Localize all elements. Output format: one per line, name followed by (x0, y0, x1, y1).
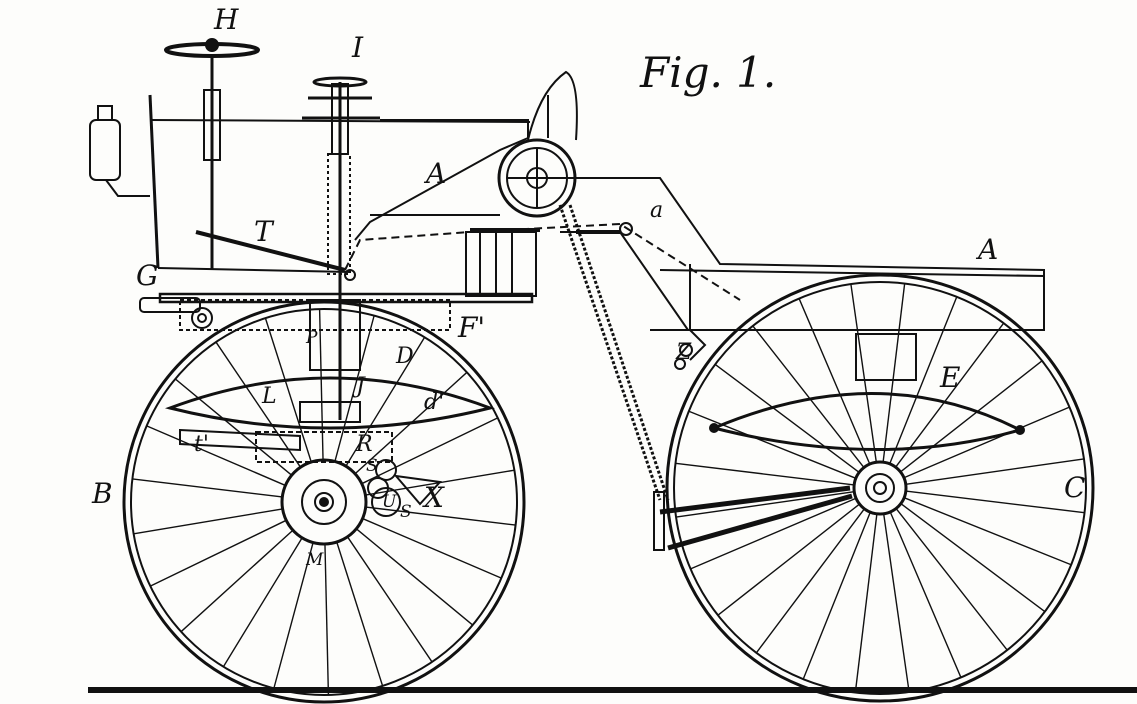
front-wheel-spoke (362, 418, 498, 484)
label-a-rear: A (978, 236, 998, 264)
rear-wheel-spoke (906, 459, 1084, 484)
front-wheel-spoke (363, 519, 502, 579)
rear-wheel-spoke (900, 361, 1042, 472)
front-wheel-spoke (134, 509, 283, 534)
label-d-prime: d' (424, 392, 444, 414)
label-s-lower: S (400, 504, 412, 521)
rear-wheel-spoke (799, 299, 870, 465)
front-wheel-spoke (320, 309, 323, 460)
label-h: H (214, 6, 238, 34)
label-m: M (306, 552, 323, 569)
carriage-body (560, 178, 1044, 369)
rear-wheel-spoke (884, 514, 909, 692)
label-f: F' (458, 314, 485, 342)
rear-wheel-spoke (851, 284, 876, 462)
label-u: U (382, 494, 396, 511)
front-wheel (124, 302, 524, 702)
front-wheel-spoke (150, 520, 286, 586)
label-e: E (940, 364, 960, 392)
label-i: I (352, 34, 363, 62)
rear-spring (714, 393, 1020, 449)
rear-wheel (667, 275, 1093, 701)
label-z: Z (676, 342, 691, 364)
front-wheel-spoke (337, 542, 383, 686)
label-d: D (396, 346, 414, 368)
rear-wheel-spoke (718, 504, 860, 615)
rear-wheel-spoke (756, 509, 864, 653)
label-s-upper: S (366, 458, 378, 475)
rear-wheel-spoke (901, 504, 1045, 612)
label-j: J (356, 376, 365, 398)
rear-wheel-spoke (896, 508, 1007, 650)
label-g: G (136, 262, 158, 290)
front-wheel-spoke (325, 544, 328, 695)
rear-wheel-spoke (904, 407, 1070, 478)
label-a-small: a (650, 200, 663, 222)
front-bolster (180, 300, 450, 330)
label-a-body: A (426, 160, 446, 188)
front-wheel-spoke (132, 479, 282, 497)
label-x: X (424, 484, 444, 512)
label-t-prime: t' (194, 434, 209, 456)
sprocket-wheel (499, 140, 575, 216)
steering-column-i (302, 78, 380, 420)
label-c: C (1064, 474, 1085, 502)
lamp (90, 106, 150, 196)
rear-wheel-spoke (890, 512, 961, 678)
drive-chain (560, 205, 660, 500)
label-l: L (262, 386, 277, 408)
label-r: R (356, 434, 373, 456)
label-t: T (254, 218, 273, 246)
figure-title: Fig. 1. (640, 52, 776, 94)
label-p: P (306, 330, 317, 347)
label-b: B (92, 480, 113, 508)
